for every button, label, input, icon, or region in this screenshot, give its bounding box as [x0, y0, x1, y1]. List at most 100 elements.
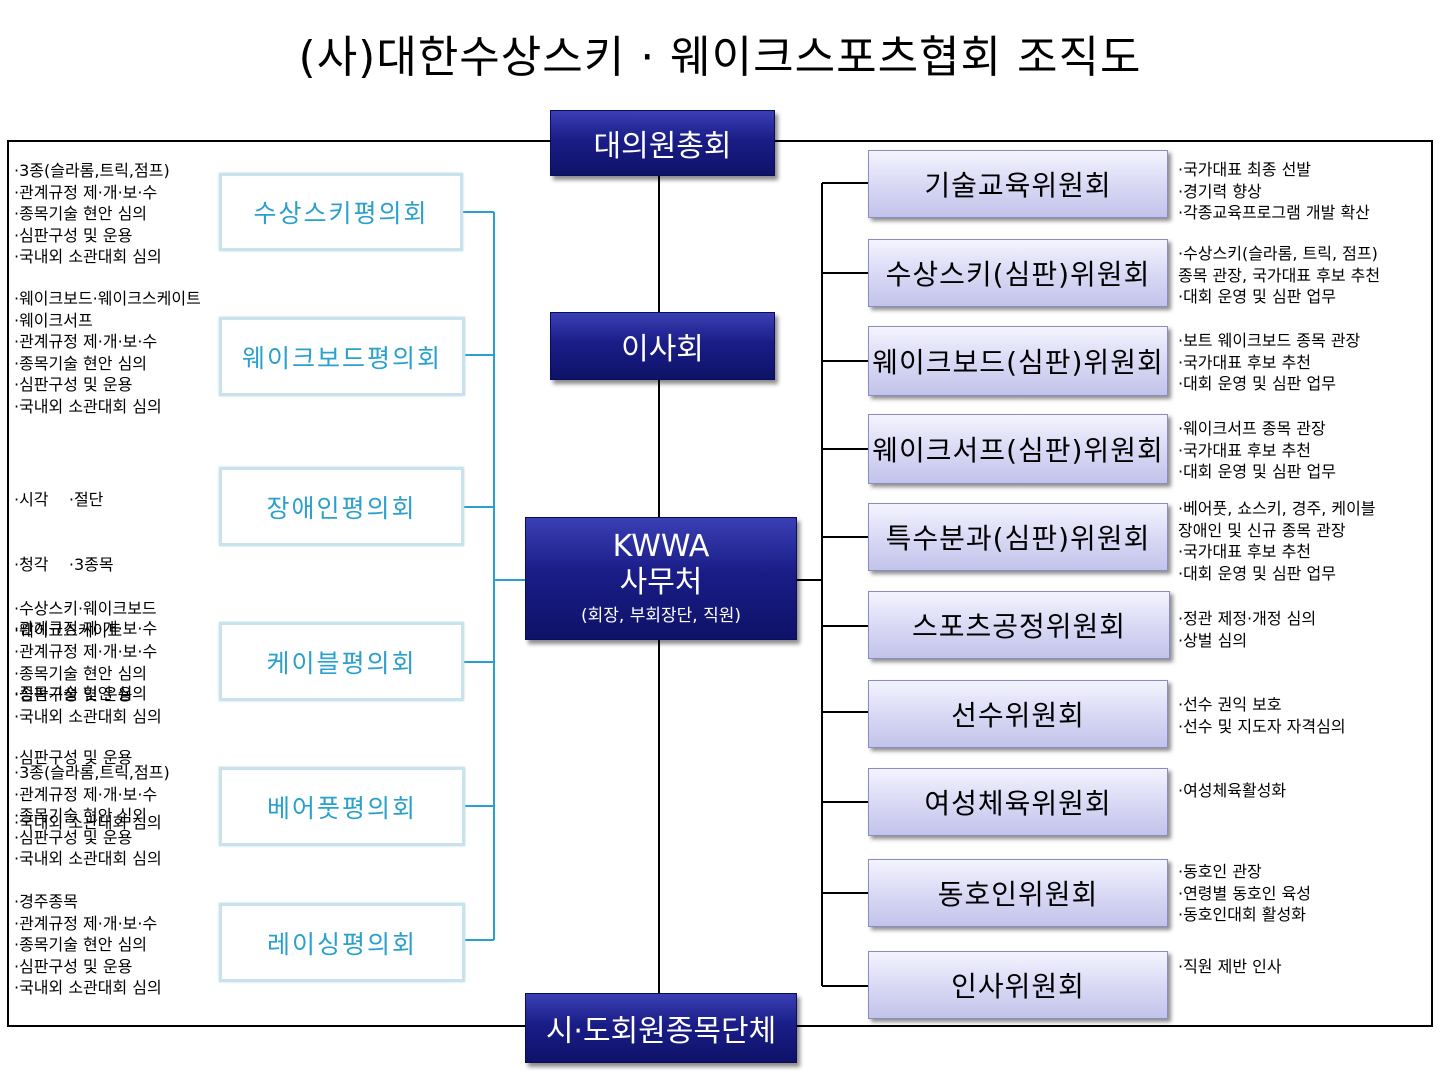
detail-line: ·관계규정 제·개·보·수	[14, 332, 158, 351]
committee-box: 웨이크서프(심판)위원회	[868, 414, 1168, 484]
detail-line: ·종목기술 현안 심의	[14, 204, 148, 223]
detail-line: ·시각 ·절단	[14, 490, 104, 509]
detail-line: ·보트 웨이크보드 종목 관장	[1178, 331, 1361, 350]
council-name: 웨이크보드평의회	[241, 343, 442, 373]
detail-line: 장애인 및 신규 종목 관장	[1178, 520, 1346, 540]
detail-line: ·종목기술 현안 심의	[14, 663, 148, 683]
council-name: 수상스키평의회	[253, 199, 429, 228]
detail-line: ·심판구성 및 운용	[14, 225, 133, 245]
detail-line: ·종목기술 현안 심의	[14, 806, 148, 825]
detail-line: ·대회 운영 및 심판 업무	[1178, 563, 1336, 583]
detail-line: ·심판구성 및 운용	[14, 375, 133, 394]
detail-line: ·심판구성 및 운용	[14, 748, 133, 767]
council-details: ·경주종목 ·관계규정 제·개·보·수 ·종목기술 현안 심의 ·심판구성 및 …	[14, 891, 162, 999]
committee-details: ·직원 제반 인사	[1178, 956, 1282, 978]
committee-name: 인사위원회	[951, 970, 1085, 1003]
committee-box: 인사위원회	[868, 951, 1168, 1019]
office-name: 사무처	[619, 564, 703, 600]
committee-details: ·보트 웨이크보드 종목 관장 ·국가대표 후보 추천 ·대회 운영 및 심판 …	[1178, 330, 1360, 395]
detail-line: ·각종교육프로그램 개발 확산	[1178, 203, 1370, 222]
detail-line: ·종목기술 현안 심의	[14, 683, 148, 703]
committee-name: 특수분과(심판)위원회	[885, 522, 1151, 555]
committee-name: 선수위원회	[951, 699, 1085, 732]
committee-details: ·정관 제정·개정 심의 ·상벌 심의	[1178, 608, 1316, 651]
detail-line: ·연령별 동호인 육성	[1178, 883, 1312, 903]
detail-line: ·동호인대회 활성화	[1178, 905, 1306, 924]
detail-line: ·심판구성 및 운용	[14, 685, 133, 704]
general-assembly-box: 대의원총회	[550, 110, 775, 176]
member-orgs-box: 시·도회원종목단체	[525, 993, 797, 1063]
detail-line: ·국내외 소관대회 심의	[14, 978, 162, 997]
council-details: ·3종(슬라롬,트릭,점프) ·관계규정 제·개·보·수 ·종목기술 현안 심의…	[14, 160, 170, 268]
council-box: 베어풋평의회	[219, 767, 465, 846]
committee-box: 특수분과(심판)위원회	[868, 503, 1168, 571]
detail-line: ·웨이크보드·웨이크스케이트	[14, 289, 201, 308]
committee-box: 수상스키(심판)위원회	[868, 239, 1168, 307]
detail-line: ·수상스키(슬라롬, 트릭, 점프)	[1178, 244, 1378, 263]
committee-details: ·선수 권익 보호 ·선수 및 지도자 자격심의	[1178, 694, 1346, 737]
detail-line: ·대회 운영 및 심판 업무	[1178, 287, 1336, 306]
detail-line: ·선수 및 지도자 자격심의	[1178, 716, 1346, 736]
committee-details: ·여성체육활성화	[1178, 780, 1286, 802]
council-name: 레이싱평의회	[266, 929, 417, 959]
detail-line: ·정관 제정·개정 심의	[1178, 609, 1317, 628]
committee-box: 선수위원회	[868, 680, 1168, 748]
committee-box: 여성체육위원회	[868, 768, 1168, 836]
detail-line: ·수상스키·웨이크보드	[14, 599, 157, 618]
council-name: 케이블평의회	[266, 648, 417, 678]
council-details: ·웨이크보드·웨이크스케이트 ·웨이크서프 ·관계규정 제·개·보·수 ·종목기…	[14, 288, 201, 417]
office-box: KWWA 사무처 (회장, 부회장단, 직원)	[525, 517, 797, 640]
detail-line: ·관계규정 제·개·보·수	[14, 619, 158, 638]
committee-details: ·국가대표 최종 선발 ·경기력 향상 ·각종교육프로그램 개발 확산	[1178, 159, 1370, 224]
committee-box: 웨이크보드(심판)위원회	[868, 326, 1168, 396]
detail-line: ·대회 운영 및 심판 업무	[1178, 462, 1336, 481]
detail-line: ·여성체육활성화	[1178, 781, 1287, 800]
committee-details: ·동호인 관장 ·연령별 동호인 육성 ·동호인대회 활성화	[1178, 861, 1311, 926]
detail-line: ·웨이크스케이트	[14, 620, 123, 640]
committee-name: 기술교육위원회	[924, 169, 1112, 202]
office-members: (회장, 부회장단, 직원)	[581, 605, 741, 626]
detail-line: ·관계규정 제·개·보·수	[14, 913, 158, 933]
council-name: 장애인평의회	[266, 493, 417, 523]
board-label: 이사회	[621, 332, 704, 367]
committee-box: 동호인위원회	[868, 859, 1168, 927]
detail-line: ·국내외 소관대회 심의	[14, 247, 162, 266]
member-orgs-label: 시·도회원종목단체	[545, 1014, 777, 1049]
detail-line: ·심판구성 및 운용	[14, 956, 133, 976]
detail-line: ·관계규정 제·개·보·수	[14, 642, 158, 661]
council-box: 케이블평의회	[219, 622, 464, 701]
council-name: 베어풋평의회	[266, 793, 417, 823]
detail-line: ·경기력 향상	[1178, 181, 1262, 201]
detail-line: ·웨이크서프	[14, 310, 93, 330]
detail-line: ·종목기술 현안 심의	[14, 353, 148, 373]
office-acronym: KWWA	[612, 528, 710, 564]
detail-line: ·국내외 소관대회 심의	[14, 396, 162, 416]
detail-line: ·국가대표 최종 선발	[1178, 160, 1312, 179]
detail-line: ·3종(슬라롬,트릭,점프)	[14, 763, 170, 782]
committee-details: ·베어풋, 쇼스키, 경주, 케이블 장애인 및 신규 종목 관장 ·국가대표 …	[1178, 498, 1376, 584]
committee-box: 기술교육위원회	[868, 150, 1168, 218]
detail-line: ·베어풋, 쇼스키, 경주, 케이블	[1178, 499, 1376, 518]
detail-line: ·상벌 심의	[1178, 630, 1248, 650]
detail-line: ·관계규정 제·개·보·수	[14, 182, 158, 202]
outer-frame-left	[7, 140, 550, 1027]
general-assembly-label: 대의원총회	[593, 129, 732, 164]
detail-line: ·경주종목	[14, 892, 78, 911]
page-title: (사)대한수상스키 · 웨이크스포츠협회 조직도	[298, 32, 1142, 83]
detail-line: ·선수 권익 보호	[1178, 695, 1282, 714]
council-details: ·수상스키·웨이크보드 ·웨이크스케이트 ·관계규정 제·개·보·수 ·종목기술…	[14, 598, 162, 727]
committee-name: 스포츠공정위원회	[911, 610, 1127, 643]
committee-name: 웨이크보드(심판)위원회	[872, 346, 1164, 379]
committee-box: 스포츠공정위원회	[868, 591, 1170, 659]
detail-line: ·심판구성 및 운용	[14, 827, 133, 847]
detail-line: ·종목기술 현안 심의	[14, 935, 148, 954]
detail-line: ·국내외 소관대회 심의	[14, 849, 162, 868]
council-box: 웨이크보드평의회	[219, 317, 465, 396]
council-box: 수상스키평의회	[219, 173, 463, 251]
committee-name: 동호인위원회	[937, 878, 1099, 911]
detail-line: ·국가대표 후보 추천	[1178, 352, 1312, 372]
detail-line: ·청각 ·3종목	[14, 554, 114, 574]
detail-line: ·국가대표 후보 추천	[1178, 542, 1312, 561]
detail-line: 종목 관장, 국가대표 후보 추천	[1178, 265, 1381, 285]
